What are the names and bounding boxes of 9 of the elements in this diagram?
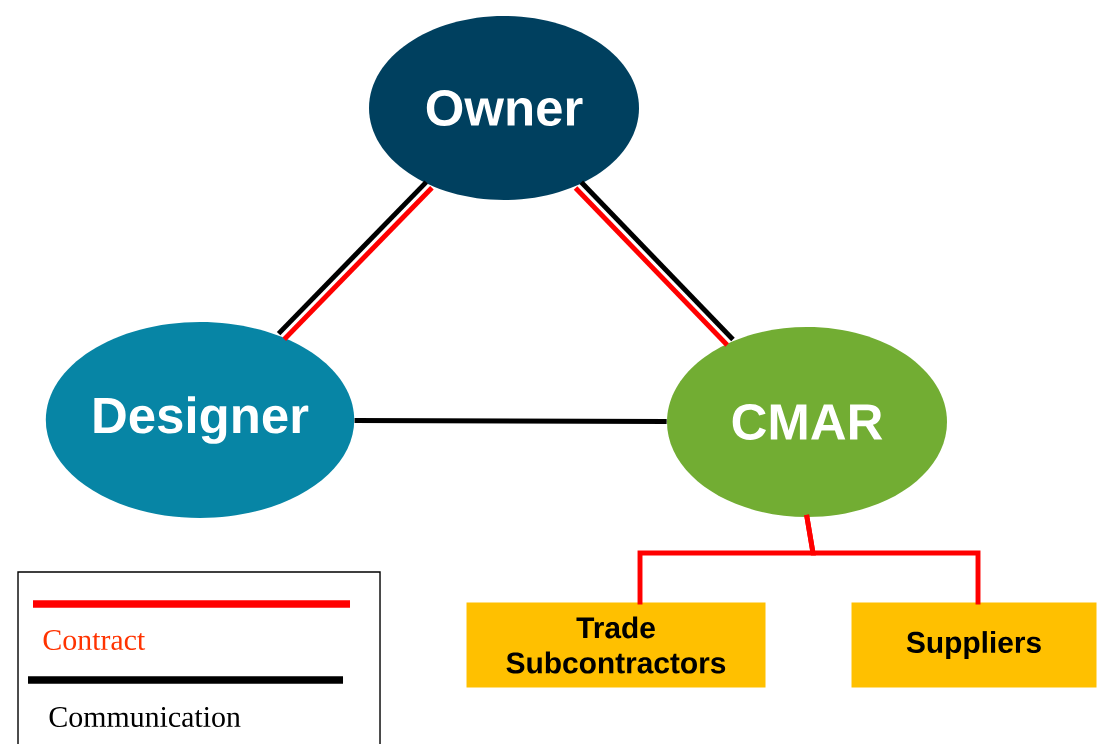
legend-label: Contract — [43, 629, 146, 651]
ellipse-node: CMAR — [667, 327, 947, 517]
connector-line — [804, 514, 981, 605]
process-box: Suppliers — [851, 602, 1097, 688]
ellipse-node: Owner — [369, 16, 639, 200]
connector-line — [354, 418, 667, 424]
process-box: Trade Subcontractors — [466, 602, 766, 688]
ellipse-node: Designer — [45, 322, 355, 518]
legend-label: Communication — [49, 706, 241, 728]
